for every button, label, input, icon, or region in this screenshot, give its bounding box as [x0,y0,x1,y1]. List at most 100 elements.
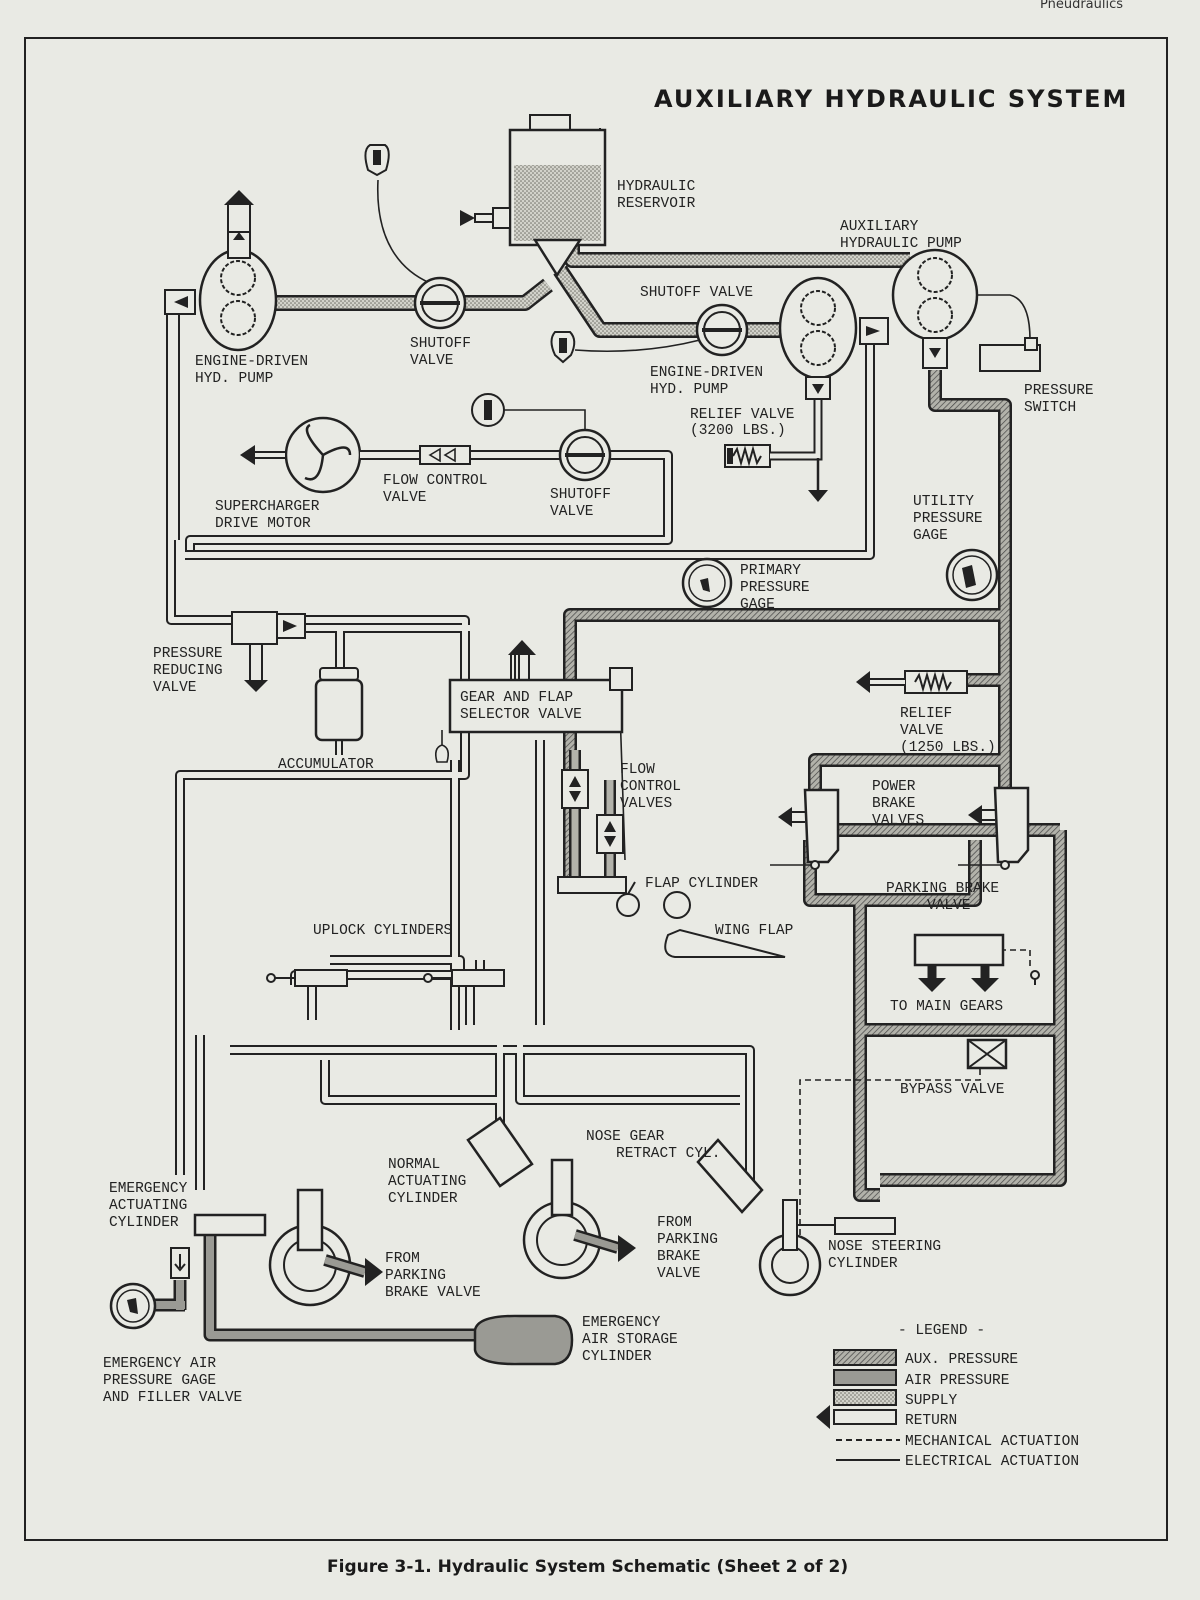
label-reservoir-2: RESERVOIR [617,196,696,212]
label-engine-pump-left-2: HYD. PUMP [195,371,273,387]
label-air-storage-3: CYLINDER [582,1349,652,1365]
label-normal-act-2: ACTUATING [388,1174,466,1190]
legend-electrical: ELECTRICAL ACTUATION [905,1454,1079,1470]
label-relief-1250-3: (1250 LBS.) [900,740,996,756]
label-selector-2: SELECTOR VALVE [460,707,582,723]
label-flow-control-1: FLOW CONTROL [383,473,487,489]
legend-title: - LEGEND - [898,1323,985,1339]
legend-swatch-return [833,1409,897,1425]
label-nose-steering-2: CYLINDER [828,1256,898,1272]
label-from-parking-left-2: PARKING [385,1268,446,1284]
bypass-valve [966,1038,1008,1070]
flow-control-valve [419,445,471,465]
label-primary-gage-1: PRIMARY [740,563,801,579]
label-emergency-act-3: CYLINDER [109,1215,179,1231]
label-flow-valves-3: VALVES [620,796,672,812]
label-shutoff-left-1: SHUTOFF [410,336,471,352]
label-normal-act-3: CYLINDER [388,1191,458,1207]
label-flow-valves-2: CONTROL [620,779,681,795]
emergency-actuating-cylinder [193,1188,383,1307]
hydraulic-reservoir [460,114,607,278]
wing-flap [664,928,786,958]
figure-frame [24,37,1168,1541]
label-aux-pump-2: HYDRAULIC PUMP [840,236,962,252]
label-utility-gage-2: PRESSURE [913,511,983,527]
label-emergency-gage-1: EMERGENCY AIR [103,1356,216,1372]
label-from-parking-right-1: FROM [657,1215,692,1231]
label-bypass: BYPASS VALVE [900,1082,1004,1098]
label-shutoff-top: SHUTOFF VALVE [640,285,753,301]
label-nose-retract-2: RETRACT CYL. [616,1146,720,1162]
label-main-gears: TO MAIN GEARS [890,999,1003,1015]
emergency-air-storage-cylinder [473,1314,574,1366]
label-pressure-switch-2: SWITCH [1024,400,1076,416]
label-relief-3200-2: (3200 LBS.) [690,423,786,439]
flap-cylinder [557,876,691,919]
utility-pressure-gage [945,548,999,602]
label-primary-gage-3: GAGE [740,597,775,613]
label-accumulator: ACCUMULATOR [278,757,374,773]
legend-aux-pressure: AUX. PRESSURE [905,1352,1018,1368]
label-shutoff-left-2: VALVE [410,353,454,369]
shutoff-valve-mid [471,393,612,482]
label-air-storage-2: AIR STORAGE [582,1332,678,1348]
legend-mechanical: MECHANICAL ACTUATION [905,1434,1079,1450]
label-emergency-gage-3: AND FILLER VALVE [103,1390,242,1406]
shutoff-valve-top [550,303,749,364]
label-pressure-switch-1: PRESSURE [1024,383,1094,399]
parking-brake-valve [913,933,1040,992]
figure-caption: Figure 3-1. Hydraulic System Schematic (… [327,1557,848,1577]
label-from-parking-left-1: FROM [385,1251,420,1267]
label-emergency-gage-2: PRESSURE GAGE [103,1373,216,1389]
label-from-parking-right-4: VALVE [657,1266,701,1282]
label-emergency-act-2: ACTUATING [109,1198,187,1214]
relief-valve-1250 [856,670,968,694]
label-nose-steering-1: NOSE STEERING [828,1239,941,1255]
label-aux-pump-1: AUXILIARY [840,219,919,235]
nose-gear-retract-cylinder [696,1138,896,1297]
label-reducing-1: PRESSURE [153,646,223,662]
label-reservoir-1: HYDRAULIC [617,179,696,195]
legend-swatch-supply [833,1389,897,1406]
label-utility-gage-1: UTILITY [913,494,974,510]
electrical-wire-pump [955,294,1031,341]
label-flap-cylinder: FLAP CYLINDER [645,876,758,892]
label-from-parking-right-2: PARKING [657,1232,718,1248]
legend-supply: SUPPLY [905,1393,958,1409]
legend-swatch-air [833,1369,897,1386]
label-engine-pump-right-2: HYD. PUMP [650,382,728,398]
mechanical-bypass-link [799,1065,981,1265]
label-emergency-act-1: EMERGENCY [109,1181,188,1197]
mechanical-parking-link [1000,949,1031,970]
label-reducing-3: VALVE [153,680,197,696]
label-utility-gage-3: GAGE [913,528,948,544]
label-parking-brake-2: VALVE [927,898,971,914]
label-supercharger-1: SUPERCHARGER [215,499,320,515]
legend-swatch-aux [833,1349,897,1366]
flow-control-valves [561,750,624,880]
pressure-switch [979,337,1041,372]
relief-valve-3200 [724,400,828,502]
diagram-title: AUXILIARY HYDRAULIC SYSTEM [654,85,1128,113]
label-normal-act-1: NORMAL [388,1157,440,1173]
label-engine-pump-left-1: ENGINE-DRIVEN [195,354,308,370]
auxiliary-hydraulic-pump [891,248,979,369]
label-engine-pump-right-1: ENGINE-DRIVEN [650,365,763,381]
label-flow-valves-1: FLOW [620,762,655,778]
engine-driven-pump-left [164,190,278,352]
normal-actuating-cylinder [466,1116,636,1280]
engine-driven-pump-right [778,276,889,400]
electrical-wire-left [377,179,431,284]
label-air-storage-1: EMERGENCY [582,1315,661,1331]
aux-pressure-lines [563,370,1067,1202]
label-relief-1250-2: VALVE [900,723,944,739]
legend: - LEGEND - AUX. PRESSURE AIR PRESSURE SU… [816,1323,1079,1470]
label-power-brake-2: BRAKE [872,796,916,812]
emergency-air-gage [109,1247,190,1330]
primary-pressure-gage [681,557,733,609]
label-wing-flap: WING FLAP [715,923,793,939]
accumulator [314,667,364,755]
label-power-brake-3: VALVES [872,813,924,829]
label-parking-brake-1: PARKING BRAKE [886,881,999,897]
